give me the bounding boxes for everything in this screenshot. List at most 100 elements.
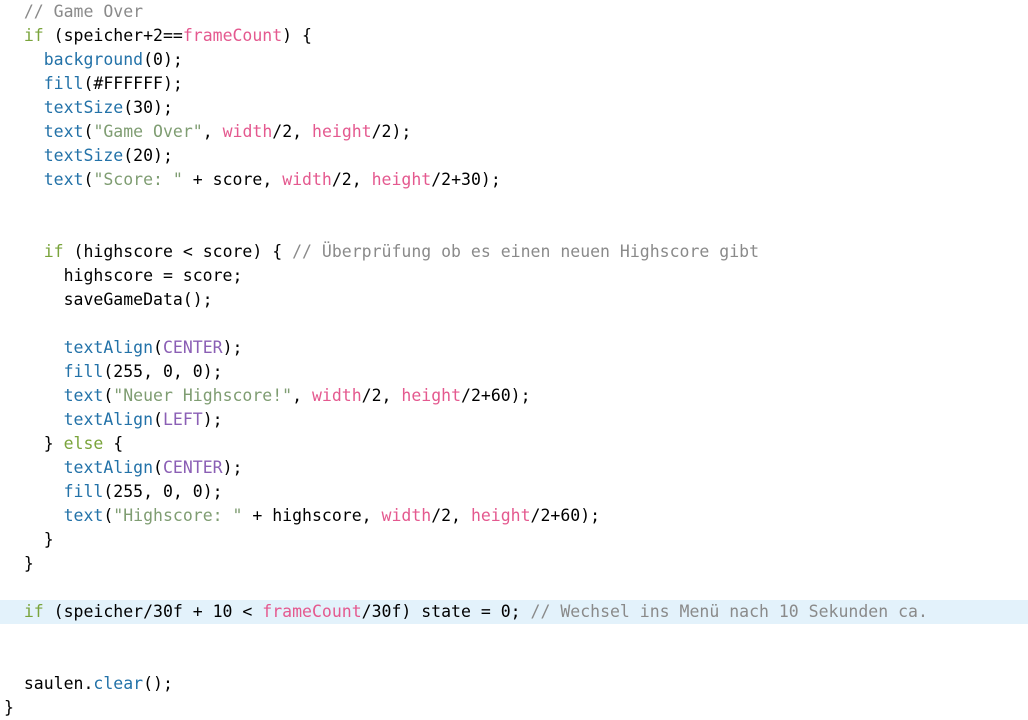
code-line[interactable] <box>0 312 1028 336</box>
code-line[interactable] <box>0 624 1028 648</box>
code-token-function: text <box>43 122 84 141</box>
code-line[interactable]: text("Game Over", width/2, height/2); <box>0 120 1028 144</box>
code-token-function: text <box>63 506 104 525</box>
code-token-plain: , <box>292 386 312 405</box>
code-token-keyword: if <box>23 26 44 45</box>
code-token-plain: ( <box>103 506 114 525</box>
code-token-function: textSize <box>43 146 124 165</box>
code-token-plain: (highscore < score) { <box>63 242 293 261</box>
code-token-comment: // Wechsel ins Menü nach 10 Sekunden ca. <box>530 602 928 621</box>
code-line[interactable]: if (highscore < score) { // Überprüfung … <box>0 240 1028 264</box>
code-line[interactable]: fill(255, 0, 0); <box>0 480 1028 504</box>
code-token-plain: { <box>103 434 124 453</box>
code-token-plain <box>4 410 64 429</box>
code-token-plain: ( <box>103 386 114 405</box>
code-line[interactable]: } <box>0 696 1028 720</box>
code-token-plain: + score, <box>182 170 283 189</box>
code-line[interactable]: } else { <box>0 432 1028 456</box>
code-token-comment: // Game Over <box>23 2 144 21</box>
code-token-plain: ( <box>153 410 163 429</box>
code-token-plain <box>4 338 64 357</box>
code-token-keyword: else <box>63 434 104 453</box>
code-line[interactable]: textAlign(CENTER); <box>0 456 1028 480</box>
code-token-plain <box>4 50 44 69</box>
code-token-plain: /2, <box>361 386 402 405</box>
code-token-const: LEFT <box>162 410 203 429</box>
code-line[interactable]: fill(255, 0, 0); <box>0 360 1028 384</box>
code-token-function: clear <box>93 674 144 693</box>
code-token-keyword: if <box>23 602 44 621</box>
code-line[interactable]: text("Neuer Highscore!", width/2, height… <box>0 384 1028 408</box>
code-token-plain: (#FFFFFF); <box>83 74 183 93</box>
code-line[interactable]: textAlign(LEFT); <box>0 408 1028 432</box>
code-token-builtin: height <box>401 386 462 405</box>
code-line[interactable]: } <box>0 552 1028 576</box>
code-token-builtin: height <box>470 506 531 525</box>
code-line[interactable]: if (speicher+2==frameCount) { <box>0 24 1028 48</box>
code-line[interactable]: highscore = score; <box>0 264 1028 288</box>
code-token-builtin: width <box>222 122 273 141</box>
code-token-plain: } <box>4 530 54 549</box>
code-token-plain: , <box>202 122 223 141</box>
code-token-function: text <box>43 170 84 189</box>
code-token-plain <box>4 506 64 525</box>
code-line[interactable] <box>0 192 1028 216</box>
code-line[interactable]: } <box>0 528 1028 552</box>
code-token-plain: ); <box>222 338 243 357</box>
code-token-plain: /2+30); <box>431 170 501 189</box>
code-token-string: "Highscore: " <box>113 506 243 525</box>
code-token-plain: (255, 0, 0); <box>103 482 223 501</box>
code-line[interactable]: background(0); <box>0 48 1028 72</box>
code-line[interactable]: text("Highscore: " + highscore, width/2,… <box>0 504 1028 528</box>
code-token-plain: /2+60); <box>461 386 531 405</box>
code-token-plain <box>4 602 24 621</box>
code-token-builtin: height <box>312 122 372 141</box>
code-line[interactable]: textSize(30); <box>0 96 1028 120</box>
code-token-string: "Neuer Highscore!" <box>113 386 293 405</box>
code-line[interactable]: // Game Over <box>0 0 1028 24</box>
code-line[interactable] <box>0 576 1028 600</box>
code-line[interactable]: fill(#FFFFFF); <box>0 72 1028 96</box>
code-token-const: CENTER <box>162 338 223 357</box>
code-token-builtin: width <box>282 170 332 189</box>
code-token-plain: /30f) state = 0; <box>361 602 531 621</box>
code-token-plain: } <box>4 554 34 573</box>
code-token-plain <box>4 386 64 405</box>
code-token-plain: /2); <box>371 122 412 141</box>
code-line-highlighted[interactable]: if (speicher/30f + 10 < frameCount/30f) … <box>0 600 1028 624</box>
code-line[interactable]: textSize(20); <box>0 144 1028 168</box>
code-token-string: "Game Over" <box>93 122 203 141</box>
code-token-plain: /2, <box>272 122 313 141</box>
code-token-plain: ( <box>83 122 94 141</box>
code-token-plain: highscore = score; <box>4 266 243 285</box>
code-token-plain <box>4 362 64 381</box>
code-token-string: "Score: " <box>93 170 183 189</box>
code-token-function: fill <box>63 362 104 381</box>
code-token-plain: (30); <box>123 98 173 117</box>
code-line[interactable]: saulen.clear(); <box>0 672 1028 696</box>
code-token-plain: ( <box>83 170 94 189</box>
code-token-plain <box>4 74 44 93</box>
code-token-plain <box>4 482 64 501</box>
code-line[interactable]: text("Score: " + score, width/2, height/… <box>0 168 1028 192</box>
code-line[interactable]: saveGameData(); <box>0 288 1028 312</box>
code-token-function: textAlign <box>63 410 154 429</box>
code-token-plain <box>4 458 64 477</box>
code-token-plain: ); <box>202 410 223 429</box>
code-token-plain <box>4 98 44 117</box>
code-token-plain <box>4 26 24 45</box>
code-token-plain: (speicher/30f + 10 < <box>43 602 263 621</box>
code-token-function: textSize <box>43 98 124 117</box>
code-line[interactable]: textAlign(CENTER); <box>0 336 1028 360</box>
code-token-plain: ) { <box>282 26 312 45</box>
code-token-plain: (); <box>143 674 173 693</box>
code-line[interactable] <box>0 216 1028 240</box>
code-token-plain <box>4 122 44 141</box>
code-line[interactable] <box>0 648 1028 672</box>
code-token-const: CENTER <box>162 458 223 477</box>
code-token-plain: } <box>4 698 14 717</box>
code-token-plain <box>4 146 44 165</box>
code-token-builtin: frameCount <box>262 602 362 621</box>
code-token-function: text <box>63 386 104 405</box>
